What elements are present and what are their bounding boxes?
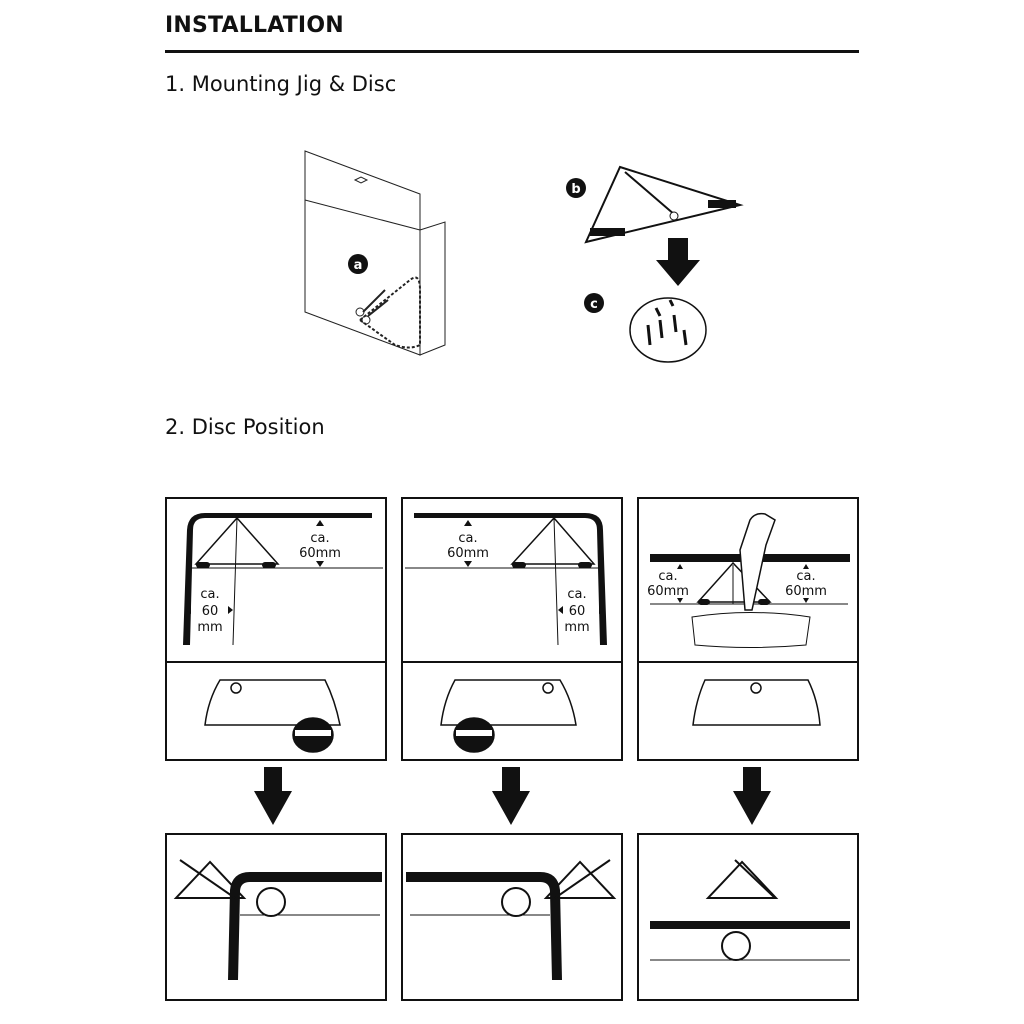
- panel-right-bottom: [637, 833, 859, 1001]
- result-center-diagram: [406, 859, 617, 980]
- dim-60mm: 60mm: [299, 546, 341, 561]
- dim-ca: ca.: [200, 587, 219, 602]
- disc-illustration: [629, 297, 707, 363]
- panel-left-top: [165, 497, 387, 761]
- panel-right-top: [637, 497, 859, 761]
- jig-package-illustration: [304, 150, 446, 356]
- down-arrow-icon: [656, 238, 700, 286]
- svg-text:c: c: [590, 297, 598, 312]
- scissors-icon: [355, 289, 389, 325]
- dim-ca: ca.: [658, 569, 677, 584]
- down-arrow-icon: [254, 767, 292, 825]
- title-divider: [165, 50, 859, 53]
- svg-text:a: a: [354, 258, 363, 273]
- dim-60mm: 60mm: [647, 584, 689, 599]
- right-windshield-corner-diagram: [405, 513, 607, 646]
- left-windshield-corner-diagram: [183, 513, 383, 646]
- windshield-overview-left: [204, 679, 341, 753]
- dim-60: 60: [569, 604, 586, 619]
- svg-text:b: b: [571, 182, 580, 197]
- panel-center-top: [401, 497, 623, 761]
- label-b-badge: b: [566, 178, 586, 198]
- label-a-badge: a: [348, 254, 368, 274]
- panel-left-bottom: [165, 833, 387, 1001]
- page-title: INSTALLATION: [165, 13, 344, 38]
- down-arrow-icon: [492, 767, 530, 825]
- dim-ca: ca.: [567, 587, 586, 602]
- section-heading-mounting: 1. Mounting Jig & Disc: [165, 72, 397, 96]
- down-arrow-icon: [733, 767, 771, 825]
- label-c-badge: c: [584, 293, 604, 313]
- dim-ca: ca.: [796, 569, 815, 584]
- dim-ca: ca.: [310, 531, 329, 546]
- center-mirror-diagram: [650, 512, 850, 648]
- dim-ca: ca.: [458, 531, 477, 546]
- result-right-diagram: [650, 859, 850, 961]
- result-left-diagram: [173, 859, 382, 980]
- panel-center-bottom: [401, 833, 623, 1001]
- windshield-overview-center: [440, 679, 577, 753]
- dim-mm: mm: [564, 620, 589, 635]
- dim-60mm: 60mm: [785, 584, 827, 599]
- jig-triangle-illustration: [584, 165, 744, 244]
- dim-60mm: 60mm: [447, 546, 489, 561]
- windshield-overview-right: [692, 679, 821, 726]
- section-heading-position: 2. Disc Position: [165, 415, 325, 439]
- dim-60: 60: [202, 604, 219, 619]
- dim-mm: mm: [197, 620, 222, 635]
